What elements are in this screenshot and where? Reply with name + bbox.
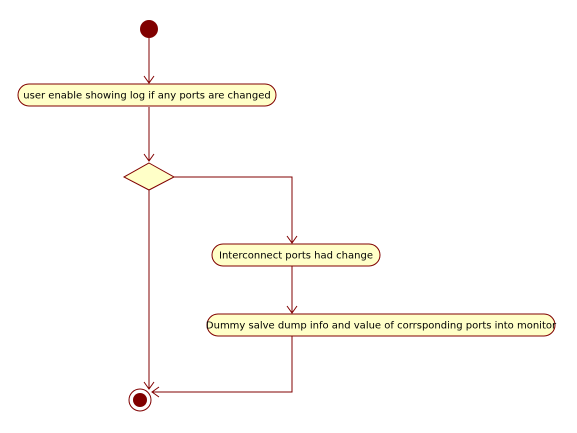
- action-node-1: user enable showing log if any ports are…: [17, 83, 277, 107]
- edge-decision-to-action-2: [174, 176, 293, 243]
- initial-node: [140, 20, 158, 38]
- arrowhead-action-2: [286, 235, 298, 244]
- final-node: [128, 388, 152, 412]
- arrowhead-action-1: [143, 75, 155, 84]
- arrowhead-action-3: [286, 305, 298, 314]
- action-label-3: Dummy salve dump info and value of corrs…: [206, 321, 557, 332]
- edge-action-3-to-final: [152, 336, 293, 393]
- action-label-1: user enable showing log if any ports are…: [23, 91, 270, 102]
- arrowhead-final-top: [143, 381, 155, 390]
- arrowhead-final-right: [151, 386, 160, 398]
- action-node-3: Dummy salve dump info and value of corrs…: [206, 313, 557, 337]
- arrowhead-decision: [143, 153, 155, 162]
- action-node-2: Interconnect ports had change: [211, 243, 381, 267]
- decision-node: [122, 162, 176, 191]
- action-label-2: Interconnect ports had change: [219, 251, 373, 262]
- edges: [143, 38, 298, 398]
